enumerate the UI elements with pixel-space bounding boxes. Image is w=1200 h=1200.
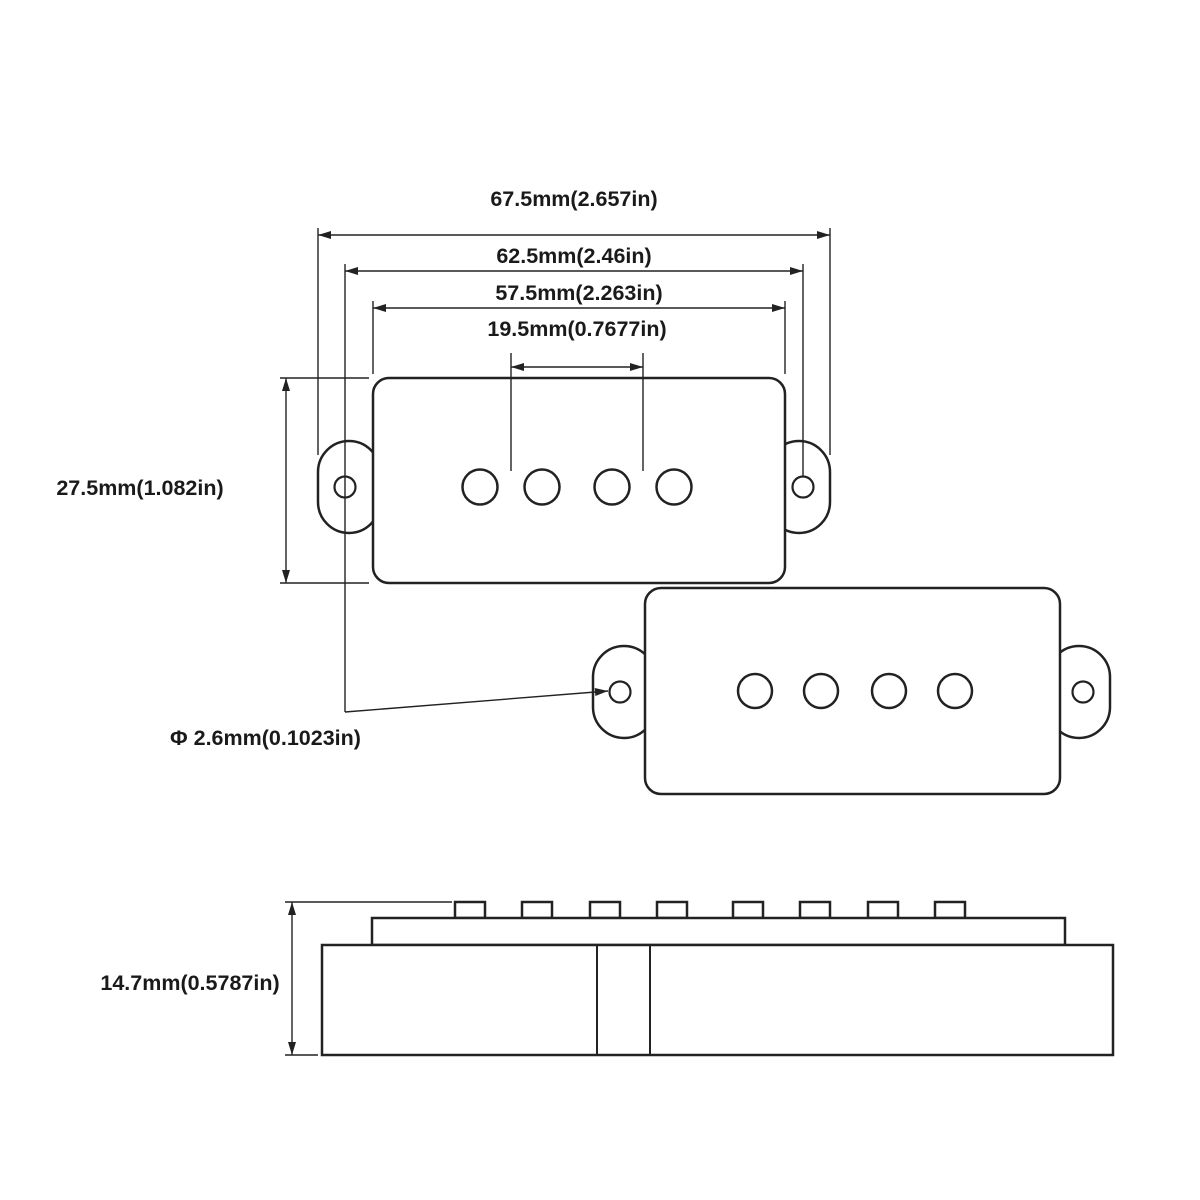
pickup-body	[371, 376, 787, 585]
mounting-hole-right	[1071, 680, 1095, 704]
pole-top	[453, 900, 487, 920]
mounting-hole-left	[608, 680, 632, 704]
pole-piece	[593, 468, 631, 506]
dimension-label-side-height: 14.7mm(0.5787in)	[100, 971, 279, 995]
pickup-body	[643, 586, 1062, 796]
pickup-cover-side	[370, 916, 1067, 947]
dimension-label-body-width: 57.5mm(2.263in)	[495, 281, 662, 305]
pole-top	[731, 900, 765, 920]
bottom-view-pickup	[591, 586, 1112, 796]
pole-top	[866, 900, 900, 920]
pole-piece	[936, 672, 974, 710]
pole-top	[520, 900, 554, 920]
pickup-base-side	[320, 943, 1115, 1057]
pole-piece	[802, 672, 840, 710]
leader-line-hole-diameter	[344, 688, 609, 713]
dimension-label-pole-spacing: 19.5mm(0.7677in)	[487, 317, 666, 341]
pole-piece	[461, 468, 499, 506]
pole-piece	[736, 672, 774, 710]
side-view-pickup	[320, 900, 1115, 1057]
dimension-label-hole-diameter: Φ 2.6mm(0.1023in)	[170, 726, 361, 750]
pole-top	[655, 900, 689, 920]
pole-top	[933, 900, 967, 920]
dimension-annotations: 67.5mm(2.657in) 62.5mm(2.46in) 57.5mm(2.…	[56, 187, 831, 1056]
pole-piece	[523, 468, 561, 506]
dimension-label-hole-span: 62.5mm(2.46in)	[496, 244, 651, 268]
pole-top	[588, 900, 622, 920]
dimension-label-body-height: 27.5mm(1.082in)	[56, 476, 223, 500]
dimension-label-outer-width: 67.5mm(2.657in)	[490, 187, 657, 211]
pole-piece	[655, 468, 693, 506]
pole-piece	[870, 672, 908, 710]
top-view-pickup	[316, 376, 832, 585]
pole-top	[798, 900, 832, 920]
mounting-hole-right	[791, 475, 815, 499]
